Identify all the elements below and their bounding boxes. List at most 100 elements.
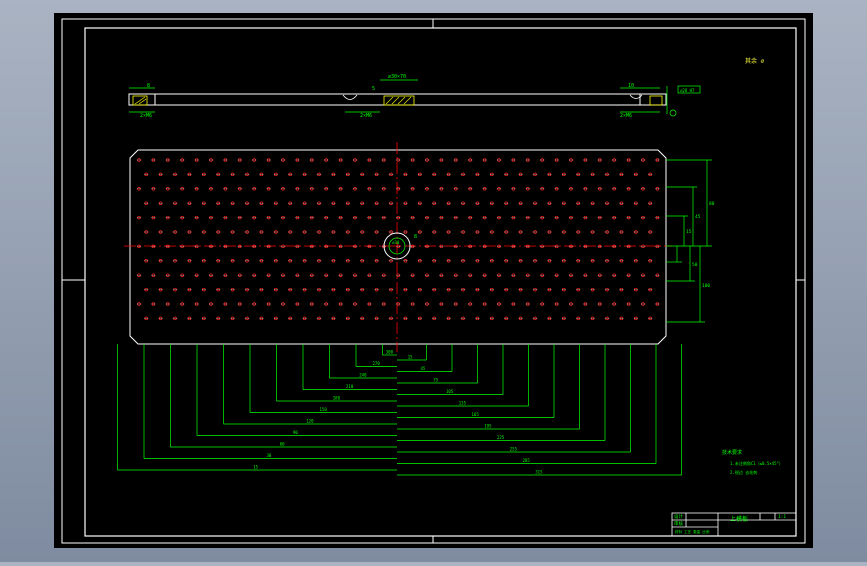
- hole: [338, 187, 343, 191]
- hole: [388, 201, 394, 205]
- hole: [165, 187, 170, 191]
- hole: [540, 215, 545, 220]
- hole: [367, 215, 372, 220]
- hole: [144, 201, 149, 205]
- hole: [655, 215, 660, 220]
- hole: [424, 273, 430, 277]
- hole: [309, 273, 314, 277]
- hole: [468, 187, 473, 191]
- hole: [460, 201, 466, 205]
- hole: [302, 287, 307, 292]
- hole: [525, 244, 530, 249]
- hole: [655, 302, 660, 306]
- hole: [324, 187, 329, 191]
- dim-text-right: 135: [459, 401, 467, 406]
- hole: [244, 287, 250, 292]
- hole: [446, 259, 451, 263]
- hole: [597, 244, 602, 249]
- hole: [381, 158, 386, 162]
- hole: [165, 302, 170, 306]
- hole: [410, 244, 415, 249]
- hole: [280, 302, 286, 306]
- hole: [388, 287, 394, 292]
- hole: [280, 158, 286, 162]
- hole: [547, 259, 552, 263]
- hole: [151, 302, 156, 306]
- hole: [468, 244, 473, 249]
- hole: [540, 244, 545, 249]
- hole: [403, 259, 408, 263]
- center-locating-hole: [383, 232, 411, 260]
- hole: [136, 158, 142, 162]
- hole: [439, 158, 444, 162]
- hole: [511, 158, 516, 162]
- hole: [273, 316, 278, 321]
- hole: [374, 172, 379, 177]
- hole: [352, 215, 358, 220]
- centering-marks: [62, 19, 805, 543]
- hole: [352, 187, 358, 191]
- side-view-dims: 8 2×M6 ⌀30×70 5 2×M6 10 2×M6 ⌀28 H7: [140, 74, 695, 119]
- hole: [230, 230, 235, 234]
- hole: [640, 215, 646, 220]
- hole: [316, 172, 322, 177]
- svg-text:100: 100: [702, 283, 710, 289]
- hole: [626, 187, 631, 191]
- hole: [396, 244, 401, 249]
- hole: [374, 201, 379, 205]
- hole: [309, 244, 314, 249]
- hole: [511, 187, 516, 191]
- title-block: [671, 512, 797, 537]
- hole: [403, 230, 408, 234]
- hole: [424, 302, 430, 306]
- hole: [633, 230, 638, 234]
- hole: [633, 201, 638, 205]
- dim-text-right: 165: [472, 412, 480, 417]
- hole: [446, 230, 451, 234]
- hole: [655, 244, 660, 249]
- hole: [518, 172, 523, 177]
- hole: [136, 302, 142, 306]
- hole: [590, 201, 595, 205]
- hole: [540, 187, 545, 191]
- dim-text-left: 210: [346, 384, 354, 389]
- hole: [432, 230, 437, 234]
- hole: [518, 259, 523, 263]
- technical-notes: 技术要求 1.未注倒角C1（≤0.5×45°） 2.锐边 去毛刺: [722, 449, 783, 475]
- inner-frame: [84, 27, 797, 537]
- hole: [223, 215, 228, 220]
- hole: [583, 302, 588, 306]
- hole: [633, 172, 638, 177]
- hole: [489, 230, 494, 234]
- hole: [244, 201, 250, 205]
- hole: [144, 316, 149, 321]
- hole: [432, 172, 437, 177]
- hole: [151, 273, 156, 277]
- hole: [612, 158, 617, 162]
- hole: [237, 158, 242, 162]
- hole: [590, 259, 595, 263]
- section-marker: [669, 109, 677, 117]
- hole: [388, 172, 394, 177]
- hole: [172, 259, 178, 263]
- hole: [194, 158, 199, 162]
- hole: [496, 302, 502, 306]
- hole: [396, 273, 401, 277]
- hole: [374, 287, 379, 292]
- hole: [338, 244, 343, 249]
- hole: [583, 273, 588, 277]
- hole: [597, 302, 602, 306]
- hole: [396, 215, 401, 220]
- hole: [612, 244, 617, 249]
- hole: [532, 230, 538, 234]
- hole: [396, 302, 401, 306]
- svg-text:50: 50: [692, 262, 698, 268]
- hole: [244, 316, 250, 321]
- hole: [144, 230, 149, 234]
- svg-text:15: 15: [686, 229, 692, 235]
- title-label-b: 审核: [674, 520, 683, 527]
- hole: [446, 201, 451, 205]
- hole: [583, 215, 588, 220]
